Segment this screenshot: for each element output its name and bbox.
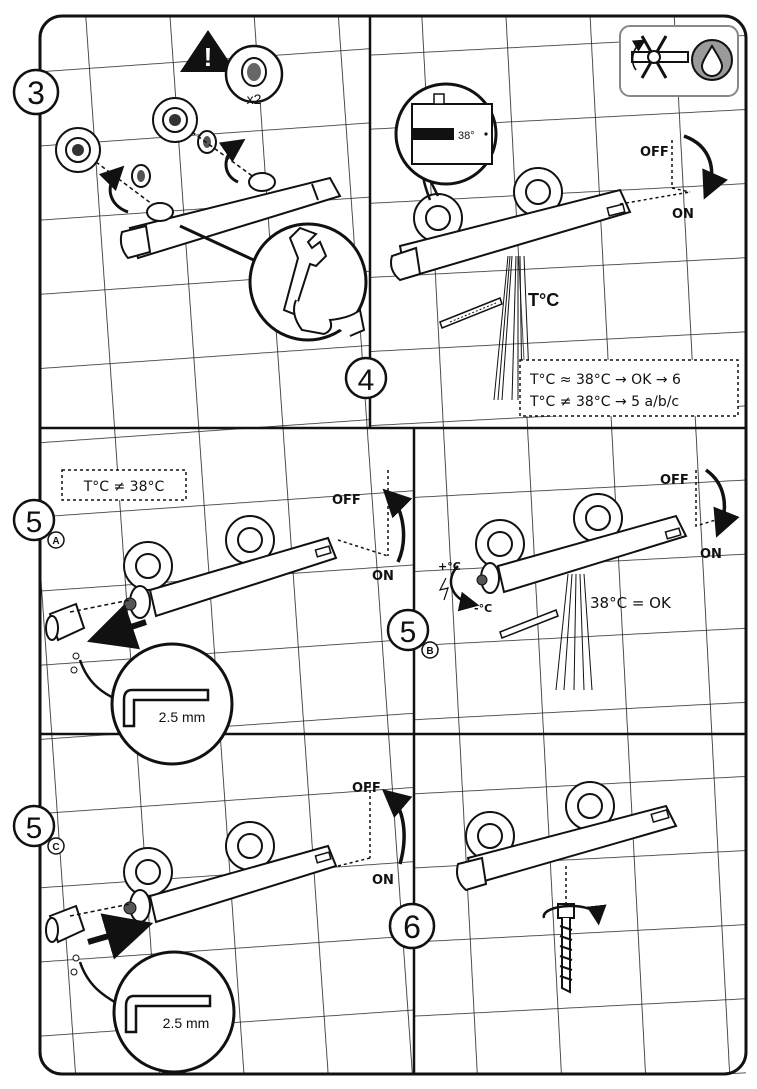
filter-screen-icon	[131, 130, 217, 188]
temperature-handle	[45, 904, 86, 944]
condition-text: T°C ≠ 38°C	[83, 479, 165, 495]
rotate-arrow-icon	[98, 165, 129, 214]
thermometer-icon	[439, 297, 503, 329]
panel-5c: OFF ON	[45, 781, 413, 976]
hex-key-size: 2.5 mm	[159, 709, 206, 725]
outer-frame	[38, 14, 748, 1076]
cold-supply-icon-box	[619, 25, 739, 97]
wrench-icon	[282, 226, 328, 316]
cold-valve-icon	[631, 35, 689, 79]
panel-4: T°C OFF ON	[390, 134, 728, 401]
wrench-callout	[248, 222, 368, 342]
hex-key-callout: 2.5 mm	[110, 642, 234, 766]
thermostatic-mixer	[390, 188, 632, 282]
hex-key-icon	[122, 688, 210, 728]
step-5b-badge: 5 B	[386, 608, 439, 659]
svg-text:5: 5	[400, 616, 417, 649]
step-4-badge: 4	[344, 356, 388, 400]
svg-text:3: 3	[27, 75, 45, 111]
svg-text:5: 5	[26, 812, 43, 845]
result-text: 38°C = OK	[590, 594, 672, 612]
plus-temp: +°C	[438, 560, 461, 573]
off-label: OFF	[352, 781, 381, 796]
wall-connector-left	[123, 541, 173, 591]
svg-text:5: 5	[26, 506, 43, 539]
on-label: ON	[372, 569, 394, 584]
off-label: OFF	[640, 145, 669, 160]
step-5a-badge: 5 A	[12, 498, 65, 549]
off-label: OFF	[660, 473, 689, 488]
warning-glyph: !	[204, 42, 213, 72]
svg-text:C: C	[52, 842, 59, 853]
svg-text:B: B	[426, 646, 433, 657]
thermometer-icon	[499, 609, 559, 639]
rotate-arrow-icon	[449, 565, 480, 612]
svg-text:6: 6	[403, 909, 421, 945]
rotate-arrow-icon	[382, 789, 413, 865]
svg-text:A: A	[52, 536, 59, 547]
water-spray	[555, 573, 593, 691]
wall-connector-left	[123, 847, 173, 897]
step-5c-badge: 5 C	[12, 804, 65, 855]
display-callout: 38°	[394, 82, 498, 186]
thermostatic-mixer	[456, 804, 678, 892]
wall-connector-left	[413, 193, 463, 243]
thermostatic-mixer	[476, 514, 688, 594]
minus-temp: -°C	[474, 602, 492, 615]
wall-connector-right	[225, 515, 275, 565]
rotate-arrow-icon	[218, 138, 246, 184]
rule-ok: T°C ≈ 38°C → OK → 6	[529, 372, 681, 388]
push-arrow-icon	[87, 913, 154, 960]
rotate-arrow-icon	[704, 468, 740, 538]
on-label: ON	[700, 547, 722, 562]
panel-6	[456, 781, 678, 994]
filter-quantity: x2	[247, 91, 262, 107]
hex-key-callout: 2.5 mm	[112, 950, 236, 1074]
temperature-rule-box: T°C ≈ 38°C → OK → 6 T°C ≠ 38°C → 5 a/b/c	[519, 359, 739, 417]
on-label: ON	[372, 873, 394, 888]
hex-key-size: 2.5 mm	[163, 1015, 210, 1031]
wall-connector-right	[573, 493, 623, 543]
pull-arrow-icon	[86, 603, 147, 650]
temperature-handle-removed	[45, 602, 86, 642]
step-6-badge: 6	[388, 902, 436, 950]
thermostatic-mixer	[119, 172, 342, 260]
rotate-arrow-icon	[683, 134, 728, 200]
panel-5b: OFF ON +°C -°C 38°C = OK	[438, 468, 740, 691]
step-3-badge: 3	[12, 68, 60, 116]
hex-key-icon	[124, 994, 212, 1034]
wall-connector-right	[565, 781, 615, 831]
svg-text:4: 4	[358, 364, 375, 397]
wall-connector-left	[55, 127, 101, 173]
warning-triangle-icon: !	[180, 30, 236, 72]
off-label: OFF	[332, 493, 361, 508]
panel-3	[55, 97, 368, 342]
on-label: ON	[672, 207, 694, 222]
rule-adjust: T°C ≠ 38°C → 5 a/b/c	[529, 394, 679, 410]
wall-connector-right	[152, 97, 198, 143]
rotate-arrow-icon	[382, 488, 413, 563]
wall-connector-right	[225, 821, 275, 871]
wall-connector-left	[465, 811, 515, 861]
rotate-arrow-icon	[542, 904, 607, 926]
wall-connector-right	[513, 167, 563, 217]
water-drop-icon	[691, 39, 733, 81]
filter-callout: x2	[224, 44, 284, 107]
temp-label: T°C	[528, 290, 559, 310]
condition-box: T°C ≠ 38°C	[61, 469, 187, 501]
display-value: 38°	[458, 130, 475, 142]
thermometer-arrow	[438, 577, 449, 601]
panel-5a: OFF ON	[45, 470, 413, 674]
water-spray	[493, 255, 531, 401]
